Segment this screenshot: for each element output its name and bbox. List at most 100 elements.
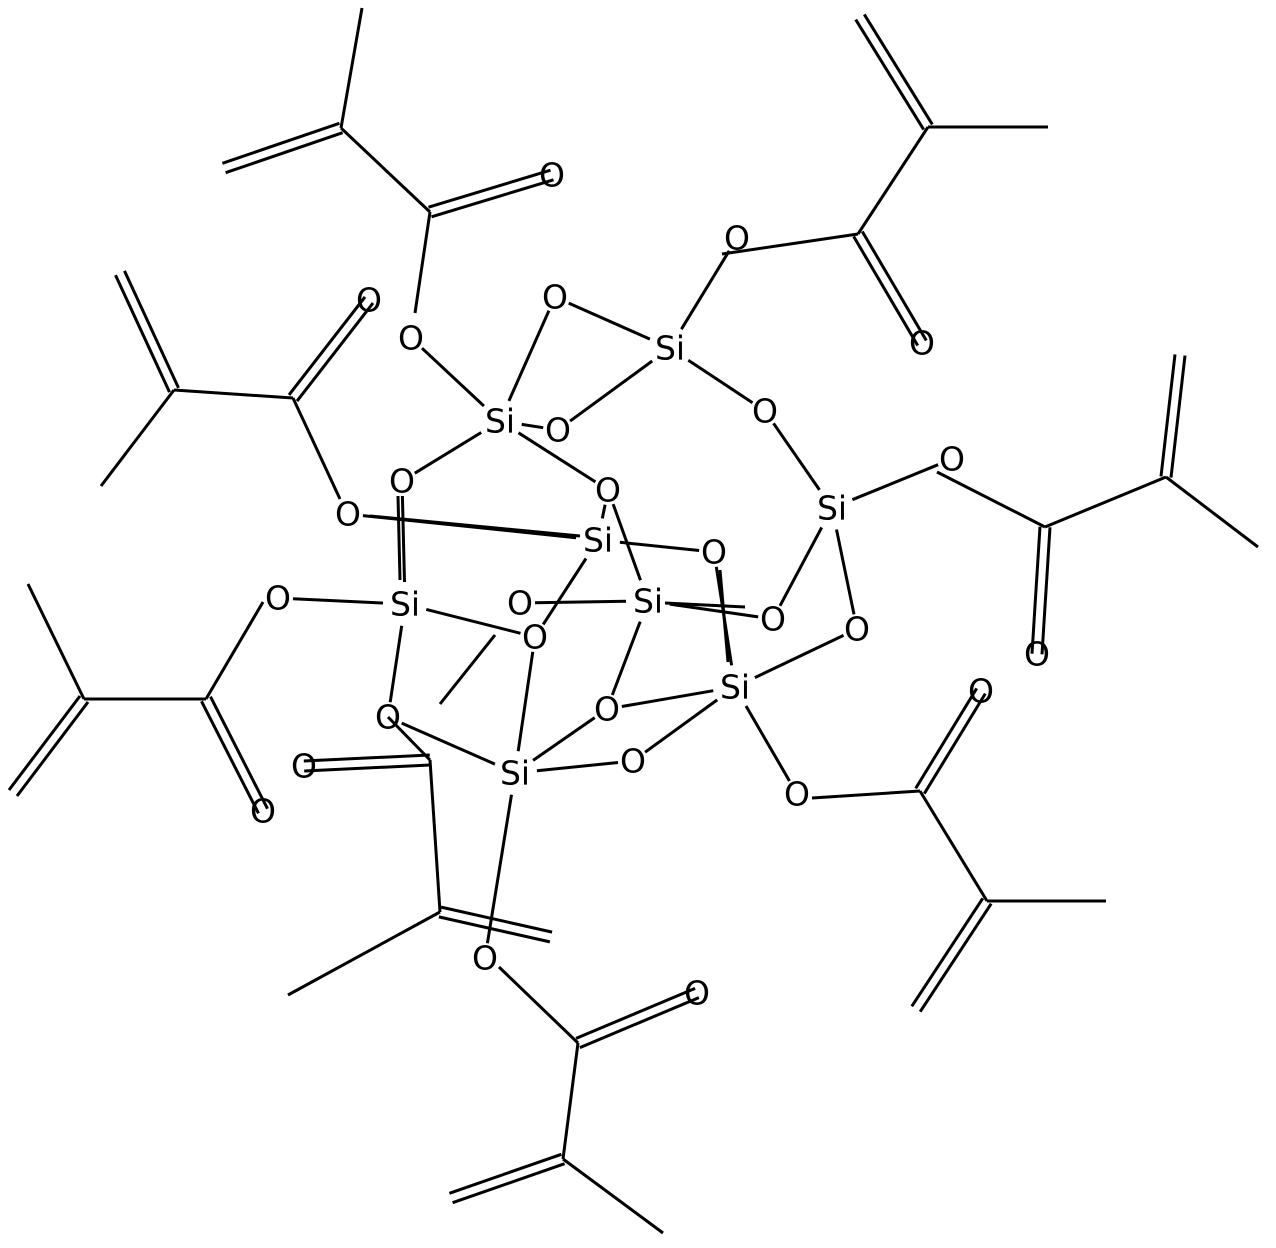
double-bond-24-b xyxy=(452,1162,566,1205)
double-bond-34-a xyxy=(123,270,180,389)
double-bond-13-a xyxy=(1030,526,1042,654)
atom-label-o25: O xyxy=(250,792,276,831)
bond-si6-o5 xyxy=(400,495,406,583)
atom-label-o24: O xyxy=(1024,635,1050,674)
double-bond-9-a xyxy=(863,13,934,126)
bond-si1-o4 xyxy=(517,431,597,484)
single-bond-37 xyxy=(428,759,442,913)
single-bond-27 xyxy=(26,583,86,700)
bond-si8-o13 xyxy=(401,721,496,766)
bond-si1-o15 xyxy=(420,347,485,408)
bond-si8-o9 xyxy=(516,651,535,752)
bond-si1-o5 xyxy=(414,431,482,475)
double-bond-19-a xyxy=(910,897,985,1008)
bond-si4-o7 xyxy=(619,540,700,552)
single-bond-41 xyxy=(369,514,581,538)
double-bond-14-a xyxy=(1169,355,1187,478)
bond-si5-o12 xyxy=(610,621,642,696)
atom-label-si4: Si xyxy=(583,521,613,560)
atom-label-si8: Si xyxy=(500,754,530,793)
single-bond-25 xyxy=(204,601,265,700)
single-bond-30 xyxy=(291,397,342,500)
atom-label-o2: O xyxy=(545,411,571,450)
double-bond-28-a xyxy=(200,700,260,814)
double-bond-18-b xyxy=(914,687,978,790)
single-bond-42 xyxy=(664,601,746,609)
single-bond-11 xyxy=(1044,475,1167,529)
double-bond-38-a xyxy=(303,753,430,763)
atom-label-si2: Si xyxy=(655,329,685,368)
double-bond-13-b xyxy=(1040,527,1052,655)
single-bond-1 xyxy=(339,126,432,214)
atom-label-o17: O xyxy=(939,440,965,479)
single-bond-21 xyxy=(561,1042,580,1160)
atom-label-o19: O xyxy=(784,775,810,814)
bond-si5-o4 xyxy=(611,503,642,581)
single-bond-32 xyxy=(99,389,176,487)
double-bond-19-b xyxy=(918,902,993,1013)
atom-label-o8: O xyxy=(507,584,533,623)
atom-label-o11: O xyxy=(844,610,870,649)
double-bond-38-b xyxy=(304,763,431,773)
atom-label-o13: O xyxy=(375,698,401,737)
single-bond-39 xyxy=(386,715,432,762)
bond-si3-o11 xyxy=(835,529,856,615)
atom-label-o9: O xyxy=(522,618,548,657)
atom-label-o16: O xyxy=(724,219,750,258)
double-bond-4-b xyxy=(225,131,344,175)
bond-si3-o3 xyxy=(772,422,821,491)
single-bond-5 xyxy=(721,232,859,256)
single-bond-44 xyxy=(718,569,730,663)
atom-label-si3: Si xyxy=(817,489,847,528)
bond-si2-o3 xyxy=(687,358,754,404)
bond-si7-o12 xyxy=(621,689,714,708)
atom-label-o5: O xyxy=(389,462,415,501)
atom-label-o28: O xyxy=(684,974,710,1013)
atom-label-si7: Si xyxy=(720,668,750,707)
double-bond-9-b xyxy=(854,18,925,131)
atom-label-o1: O xyxy=(542,278,568,317)
double-bond-24-a xyxy=(448,1152,562,1195)
bond-si3-o17 xyxy=(851,463,939,502)
bond-si8-o12 xyxy=(532,716,596,762)
double-bond-3-b xyxy=(428,168,551,209)
single-bond-10 xyxy=(936,470,1046,529)
atom-label-o22: O xyxy=(356,281,382,320)
atom-label-si6: Si xyxy=(390,585,420,624)
double-bond-4-a xyxy=(221,121,340,165)
atom-label-o21: O xyxy=(539,156,565,195)
double-bond-36-a xyxy=(438,915,551,944)
bond-si2-o1 xyxy=(568,301,651,341)
atom-label-si5: Si xyxy=(633,582,663,621)
double-bond-33-b xyxy=(287,295,367,396)
double-bond-33-a xyxy=(295,302,375,403)
atom-label-si1: Si xyxy=(485,402,515,441)
single-bond-16 xyxy=(918,790,989,902)
atom-label-o7: O xyxy=(701,533,727,572)
bond-si7-o14 xyxy=(644,698,719,754)
double-bond-34-b xyxy=(114,274,171,393)
double-bond-8-b xyxy=(861,230,928,342)
bond-si4-o4 xyxy=(600,504,607,519)
atom-label-o12: O xyxy=(594,690,620,729)
atom-label-o26: O xyxy=(291,747,317,786)
bond-si7-o19 xyxy=(744,705,791,782)
double-bond-14-b xyxy=(1159,354,1177,477)
atom-label-o14: O xyxy=(620,742,646,781)
bond-si7-o11 xyxy=(754,634,845,679)
atom-label-o3: O xyxy=(752,392,778,431)
single-bond-6 xyxy=(856,126,930,235)
single-bond-22 xyxy=(562,1157,664,1235)
single-bond-2 xyxy=(339,7,364,129)
double-bond-28-b xyxy=(209,696,269,810)
bond-si3-o10 xyxy=(778,526,824,607)
bond-si4-o9 xyxy=(541,557,588,626)
double-bond-23-a xyxy=(579,996,700,1049)
bond-si6-o9 xyxy=(425,607,521,635)
double-bond-3-a xyxy=(431,178,554,219)
single-bond-43 xyxy=(396,495,402,581)
bond-si2-o2 xyxy=(569,359,654,423)
single-bond-12 xyxy=(1165,475,1259,549)
atom-label-o23: O xyxy=(909,324,935,363)
